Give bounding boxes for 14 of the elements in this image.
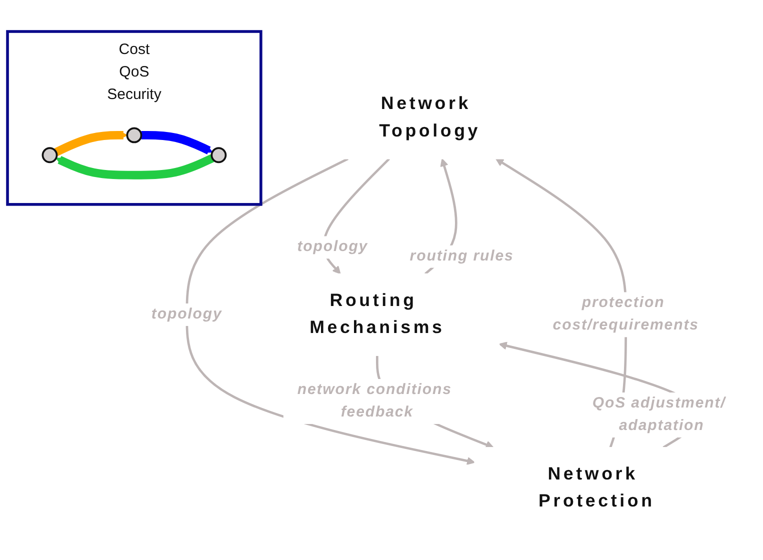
edge-label: routing rules [410,248,514,264]
node-circle [42,146,58,163]
node-circle [126,126,142,143]
edge-label: protection cost/requirements [552,294,699,334]
node-text: Network Protection [538,464,655,511]
arrow [56,154,214,179]
arrow [141,130,213,154]
node-circle [210,146,227,163]
node-text: Routing Mechanisms [310,290,445,337]
edge-label: network conditions feedback [297,381,452,420]
cluster: Cost QoS Security [6,30,262,206]
node-text: Network Topology [379,94,481,140]
edge-label: QoS adjustment/ adaptation [592,394,726,434]
arrow [54,130,128,156]
